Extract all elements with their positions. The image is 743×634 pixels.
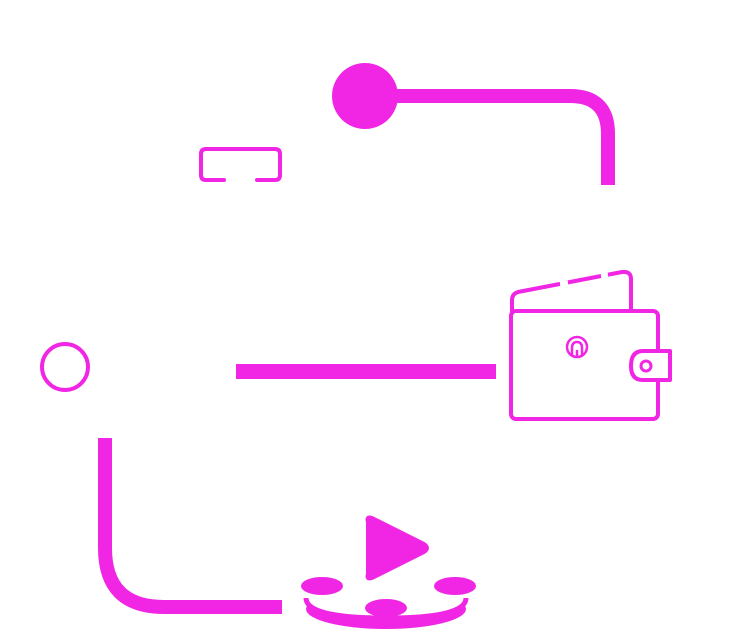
wallet-clasp-button [639, 359, 653, 373]
rounded-rectangle-icon [199, 147, 282, 182]
wallet-back-flap [510, 269, 633, 312]
wallet-flap-break [600, 272, 609, 279]
coin-left [301, 577, 343, 595]
top-connector [332, 63, 615, 185]
ring-icon [40, 342, 90, 392]
connector-dot-icon [332, 63, 398, 129]
coin-center [365, 599, 407, 617]
platform-rim [303, 597, 469, 621]
middle-connector-line [236, 364, 496, 379]
top-connector-line [396, 89, 615, 185]
play-button-icon [365, 515, 429, 581]
wallet-icon [509, 269, 672, 421]
nfc-tap-icon [565, 335, 589, 359]
wallet-flap-break [559, 280, 569, 287]
bottom-connector-line [98, 438, 282, 614]
coin-platform-icon [301, 577, 476, 629]
coin-right [434, 577, 476, 595]
